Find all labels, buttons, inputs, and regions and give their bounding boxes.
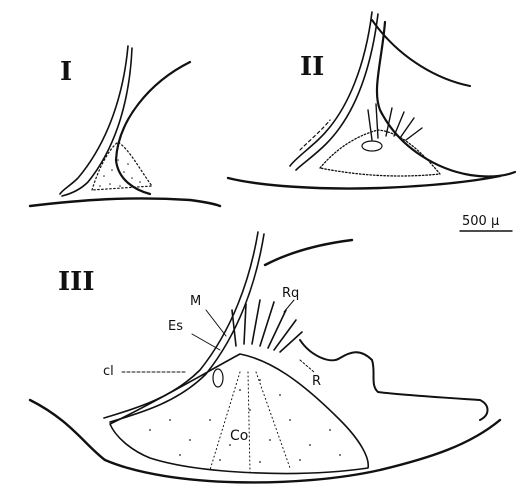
label-m: M [190, 294, 201, 309]
panel-3-drawing: III [30, 232, 500, 482]
label-co: Co [230, 428, 248, 444]
label-es: Es [168, 319, 183, 334]
panel-2-fibres [368, 104, 422, 140]
label-cl: cl [103, 364, 114, 379]
panel-2-label: II [300, 52, 324, 82]
label-rq: Rq [282, 286, 299, 301]
panel-3-fibres [232, 300, 302, 352]
panel-1-label: I [60, 57, 72, 87]
panel-1-drawing: I [30, 46, 220, 206]
scale-bar-label: 500 μ [462, 214, 499, 229]
panel-3-label: III [58, 267, 95, 297]
label-r: R [312, 374, 321, 389]
panel-3-stipple [149, 379, 341, 463]
panel-2-drawing: II [228, 12, 515, 189]
